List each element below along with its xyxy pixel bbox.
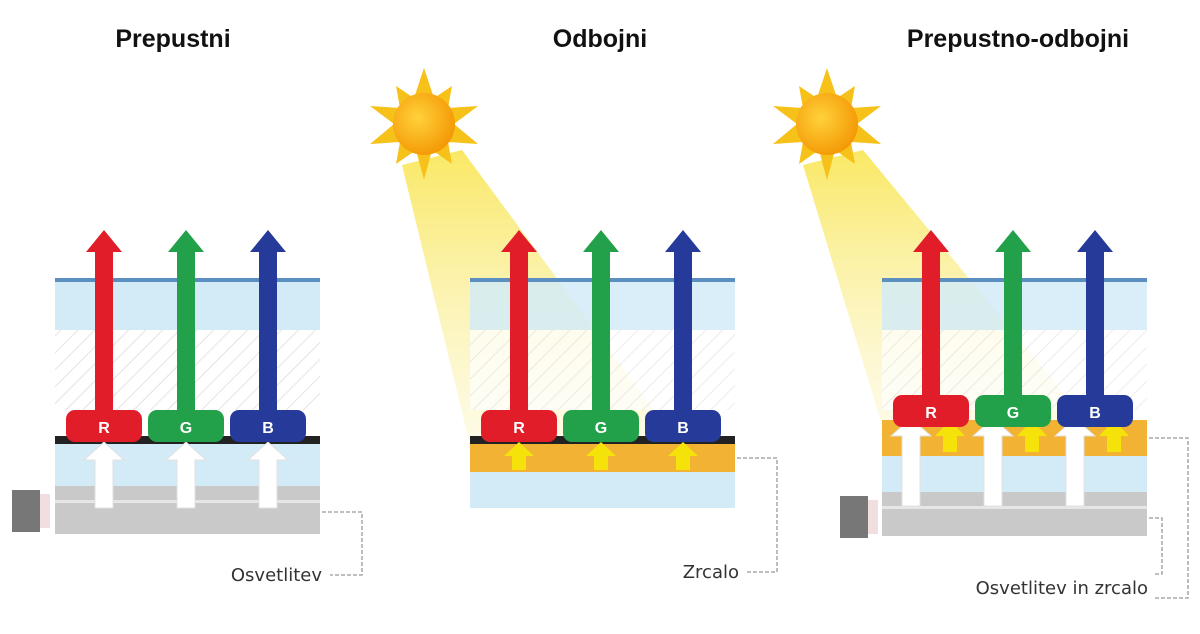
callout-line-mirror <box>1149 437 1189 599</box>
led-red <box>66 410 142 442</box>
reflect-arrow <box>504 442 534 470</box>
led-green <box>148 410 224 442</box>
reflection-arrows <box>935 420 1129 452</box>
led-green <box>975 395 1051 427</box>
output-arrow-blue <box>1077 230 1113 405</box>
subpixel-red: R <box>481 230 557 442</box>
callout-label: Osvetlitev <box>231 565 322 586</box>
callout-line <box>322 511 363 576</box>
subpixel-blue: B <box>230 230 306 442</box>
panel-transflective: Prepustno-odbojni <box>773 25 1189 599</box>
lamp <box>40 494 50 528</box>
lamp <box>868 500 878 534</box>
subpixel-letter: B <box>1089 405 1101 422</box>
lamp-housing <box>12 490 40 532</box>
led-red <box>893 395 969 427</box>
led-red <box>481 410 557 442</box>
subpixel-row: R G B <box>893 230 1133 427</box>
subpixel-red: R <box>66 230 142 442</box>
reflect-arrow <box>1099 420 1129 452</box>
subpixel-letter: B <box>262 420 274 437</box>
output-arrow-red <box>501 230 537 420</box>
subpixel-letter: R <box>513 420 525 437</box>
callout-label: Osvetlitev in zrcalo <box>976 578 1148 599</box>
lamp-housing <box>840 496 868 538</box>
subpixel-red: R <box>893 230 969 427</box>
led-green <box>563 410 639 442</box>
panel-title: Prepustno-odbojni <box>907 25 1129 53</box>
light-arrow <box>164 441 208 509</box>
callout: Zrcalo <box>683 457 778 583</box>
sun-icon <box>773 68 881 180</box>
subpixel-letter: R <box>925 405 937 422</box>
subpixel-row: R G B <box>66 230 306 442</box>
subpixel-letter: B <box>677 420 689 437</box>
reflect-arrow <box>1017 420 1047 452</box>
callout-label: Zrcalo <box>683 562 739 583</box>
subpixel-letter: R <box>98 420 110 437</box>
backlight-unit <box>882 492 1147 536</box>
led-blue <box>645 410 721 442</box>
subpixel-row: R G B <box>481 230 721 442</box>
backlight-arrows <box>82 441 290 509</box>
panel-title: Prepustni <box>115 25 230 53</box>
sun-icon <box>370 68 478 180</box>
light-arrow <box>82 441 126 509</box>
output-arrow-red <box>86 230 122 420</box>
light-arrow <box>246 441 290 509</box>
subpixel-green: G <box>563 230 639 442</box>
panel-transmissive: Prepustni R G <box>12 25 363 586</box>
subpixel-blue: B <box>645 230 721 442</box>
output-arrow-green <box>168 230 204 420</box>
glass-layer <box>470 472 735 508</box>
callout-line <box>737 457 778 573</box>
output-arrow-red <box>913 230 949 405</box>
backlight-sheet <box>882 506 1147 509</box>
callout-line-backlight <box>1149 517 1163 575</box>
subpixel-letter: G <box>1007 405 1019 422</box>
subpixel-green: G <box>975 230 1051 427</box>
reflect-arrow <box>668 442 698 470</box>
subpixel-green: G <box>148 230 224 442</box>
reflect-arrow <box>586 442 616 470</box>
output-arrow-green <box>995 230 1031 405</box>
reflect-arrow <box>935 420 965 452</box>
led-blue <box>230 410 306 442</box>
output-arrow-blue <box>250 230 286 420</box>
led-blue <box>1057 395 1133 427</box>
panel-reflective: Odbojni R <box>370 25 778 583</box>
callout: Osvetlitev <box>231 511 363 586</box>
panel-title: Odbojni <box>553 25 647 53</box>
subpixel-blue: B <box>1057 230 1133 427</box>
callout: Osvetlitev in zrcalo <box>976 437 1189 599</box>
subpixel-letter: G <box>180 420 192 437</box>
glass-layer <box>882 456 1147 492</box>
subpixel-letter: G <box>595 420 607 437</box>
output-arrow-blue <box>665 230 701 420</box>
output-arrow-green <box>583 230 619 420</box>
reflection-arrows <box>504 442 698 470</box>
